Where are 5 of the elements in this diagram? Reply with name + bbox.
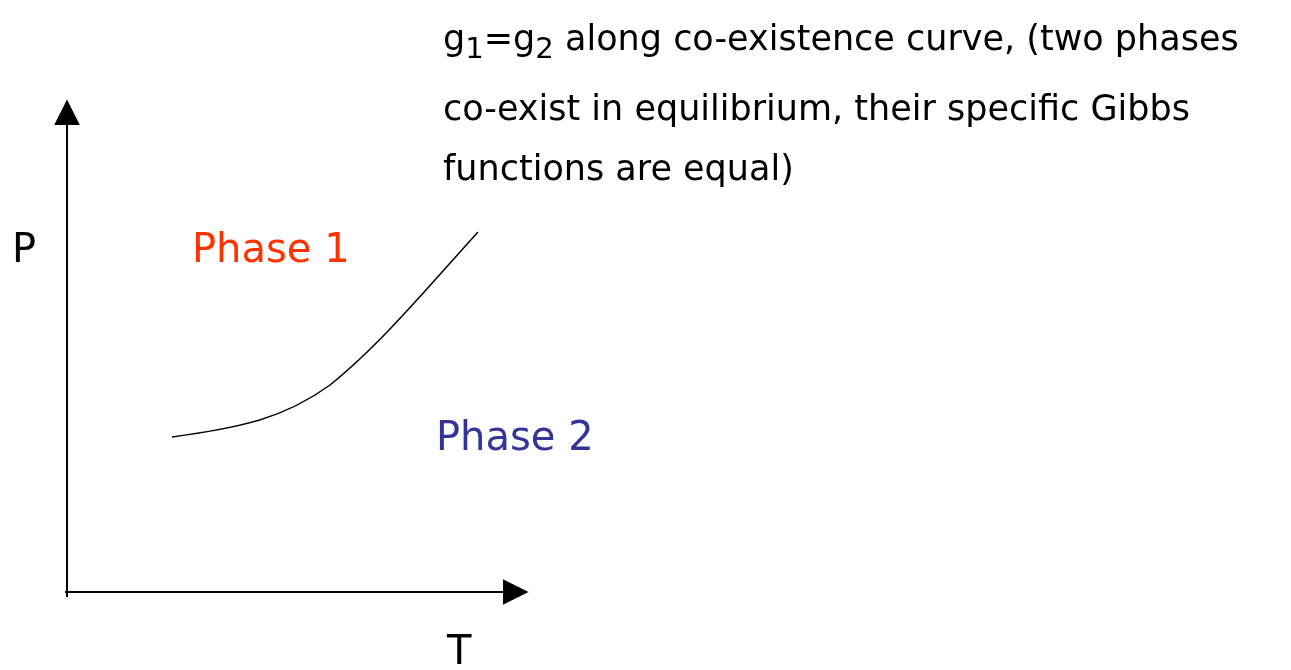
curve-note: g$_{1}$=g$_{2}$ along co-existence curve, (two phases co-exist in equilibrium, their specific Gibbs functions are equal) bbox=[443, 17, 1240, 190]
region-label: Phase 2 bbox=[436, 412, 594, 461]
axis-label: T bbox=[447, 626, 472, 670]
axis-label: P bbox=[12, 224, 37, 273]
region-label: Phase 1 bbox=[192, 224, 350, 273]
